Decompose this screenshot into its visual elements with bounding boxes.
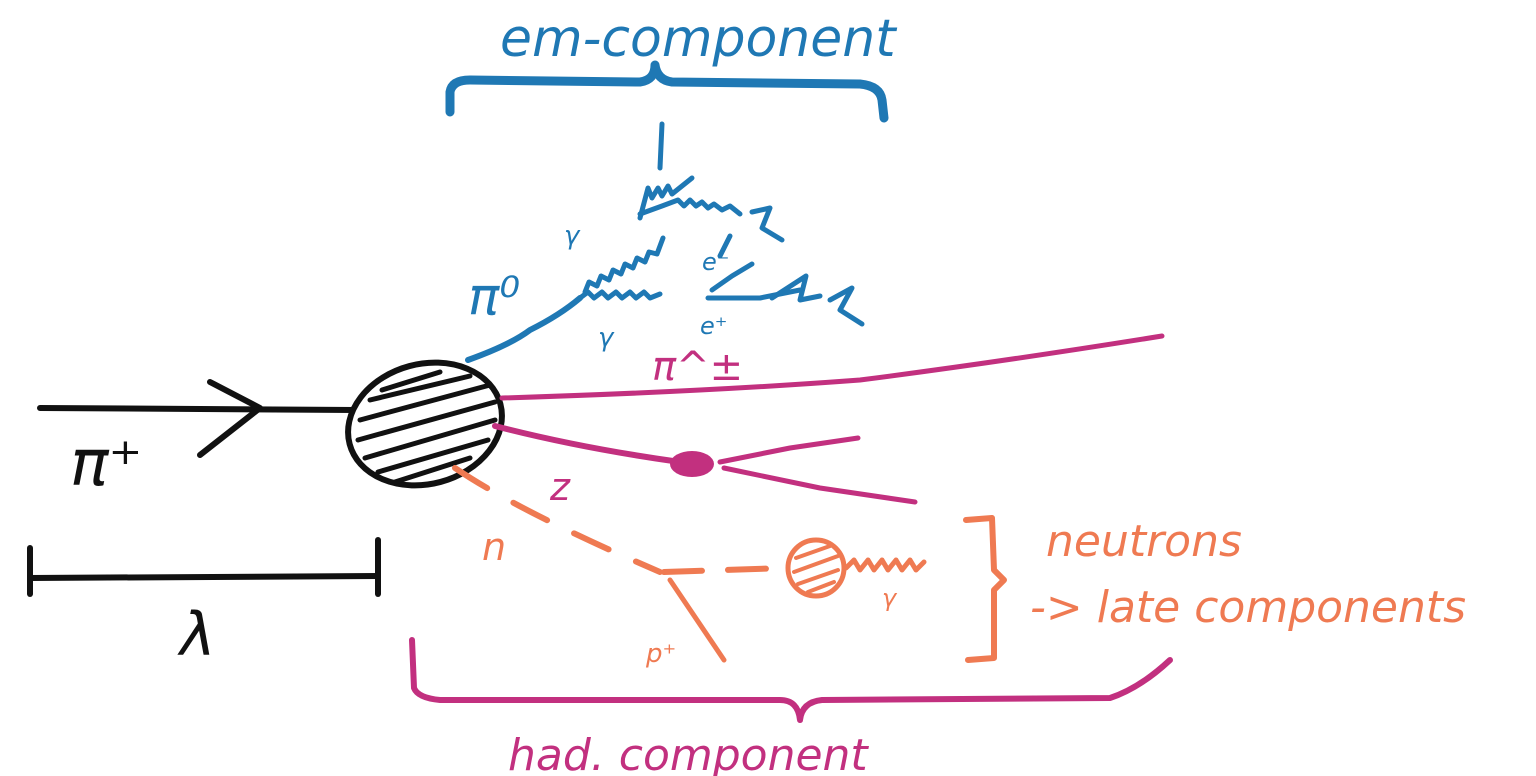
gamma-upper-label: γ bbox=[564, 221, 581, 251]
neutrons-bracket bbox=[966, 518, 1004, 660]
incoming-pion-arrowhead bbox=[200, 382, 260, 455]
proton-track bbox=[670, 580, 724, 660]
gamma-orange-label: γ bbox=[882, 584, 898, 612]
z-track bbox=[495, 426, 680, 462]
pi-charged-label: π^± bbox=[652, 344, 743, 390]
lambda-label: λ bbox=[177, 600, 216, 670]
had-component-label: had. component bbox=[508, 730, 869, 776]
pi-plus-label: π⁺ bbox=[70, 427, 142, 501]
neutron-secondary-track bbox=[664, 568, 786, 572]
p-plus-label: p⁺ bbox=[645, 639, 676, 669]
n-label: n bbox=[482, 525, 506, 569]
had-component-brace bbox=[412, 640, 1170, 720]
z-label: z bbox=[549, 465, 571, 509]
neutron-capture-icon bbox=[788, 540, 844, 596]
collision-blob-icon bbox=[334, 346, 516, 502]
decay-product-lower bbox=[724, 468, 915, 502]
decay-product-upper bbox=[720, 438, 858, 462]
decay-vertex-icon bbox=[670, 451, 714, 477]
capture-gamma-wiggle bbox=[846, 560, 924, 570]
neutrons-label: neutrons bbox=[1046, 516, 1242, 567]
e-minus-label: e⁻ bbox=[702, 248, 729, 276]
lambda-scale-bar bbox=[30, 540, 378, 594]
e-plus-label: e⁺ bbox=[700, 312, 727, 340]
em-component-label: em-component bbox=[500, 9, 897, 69]
incoming-pion-track bbox=[40, 408, 355, 410]
pi0-label: π⁰ bbox=[468, 267, 520, 327]
late-components-label: -> late components bbox=[1030, 582, 1466, 633]
em-cascade bbox=[468, 124, 862, 360]
gamma-lower-label: γ bbox=[598, 323, 615, 353]
em-component-brace bbox=[450, 65, 884, 118]
